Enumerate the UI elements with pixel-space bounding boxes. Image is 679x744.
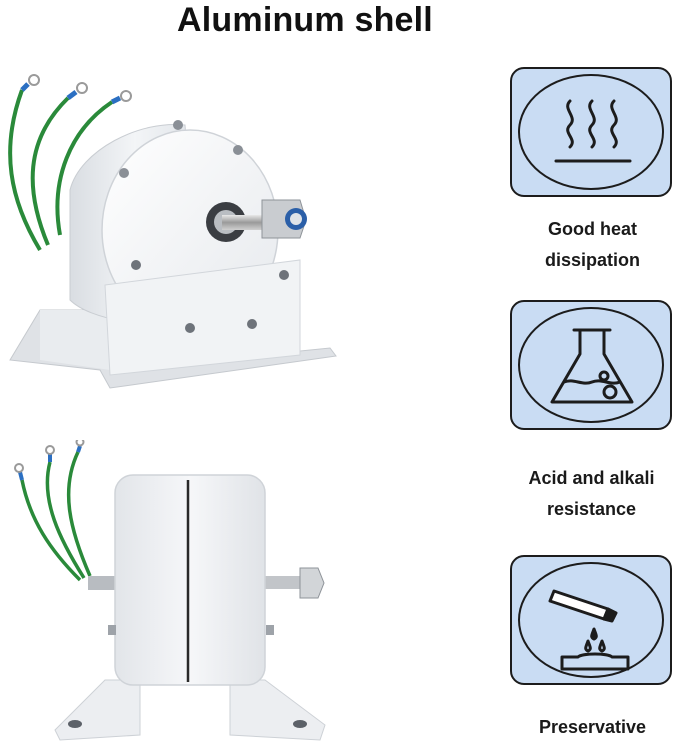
feature-label-preservative: Preservative xyxy=(538,717,647,737)
feature-label-acid: Acid and alkali resistance xyxy=(528,468,655,519)
motor-photo-angled xyxy=(0,70,350,400)
icon-ring xyxy=(518,307,664,423)
flask-icon xyxy=(550,328,634,404)
feature-card-acid xyxy=(510,300,672,430)
feature-card-heat xyxy=(510,67,672,197)
corrosion-drop-icon xyxy=(548,589,630,671)
icon-ring xyxy=(518,562,664,678)
icon-ring xyxy=(518,74,664,190)
motor-photo-side xyxy=(0,440,350,744)
feature-card-preservative xyxy=(510,555,672,685)
feature-label-heat: Good heat dissipation xyxy=(544,219,640,270)
page-title: Aluminum shell xyxy=(177,1,433,39)
heat-waves-icon xyxy=(554,99,632,163)
